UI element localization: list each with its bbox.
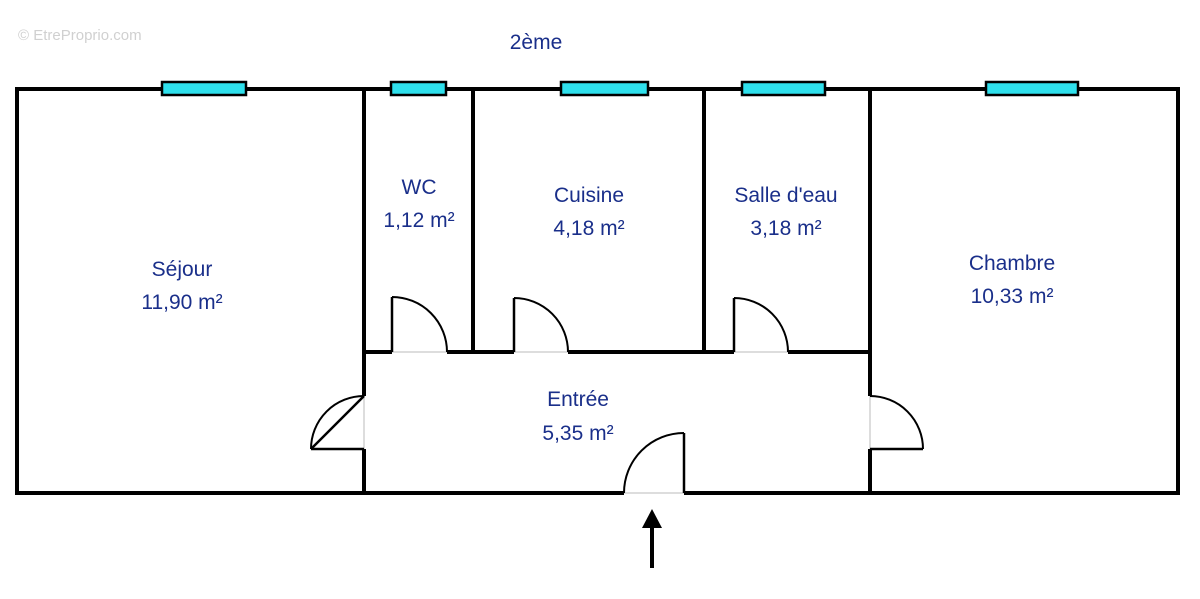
window-cuisine [559,80,650,97]
sejour-door [310,395,365,451]
wc-area: 1,12 m² [383,209,454,232]
chambre-door [869,395,924,451]
salle-eau-name: Salle d'eau [734,184,837,207]
salle-door [732,297,789,353]
watermark: © EtreProprio.com [18,27,142,44]
entree-name: Entrée [547,388,609,411]
cuisine-name: Cuisine [554,184,624,207]
door-gaps [360,348,874,497]
floor-label: 2ème [510,31,563,54]
entrance-arrow-icon [642,509,662,568]
chambre-name: Chambre [969,252,1055,275]
window-salle-eau [740,80,827,97]
entree-area: 5,35 m² [542,422,613,445]
wc-name: WC [402,176,437,199]
doors [310,296,924,494]
window-wc [389,80,448,97]
salle-eau-area: 3,18 m² [750,217,821,240]
cuisine-door [512,297,569,353]
windows [160,80,1080,97]
sejour-name: Séjour [152,258,213,281]
cuisine-area: 4,18 m² [553,217,624,240]
room-labels: Séjour 11,90 m² WC 1,12 m² Cuisine 4,18 … [141,176,1055,445]
entrance-door [623,432,686,494]
sejour-area: 11,90 m² [141,291,222,314]
wc-door [390,296,448,353]
window-sejour [160,80,248,97]
window-chambre [984,80,1080,97]
chambre-area: 10,33 m² [971,285,1054,308]
